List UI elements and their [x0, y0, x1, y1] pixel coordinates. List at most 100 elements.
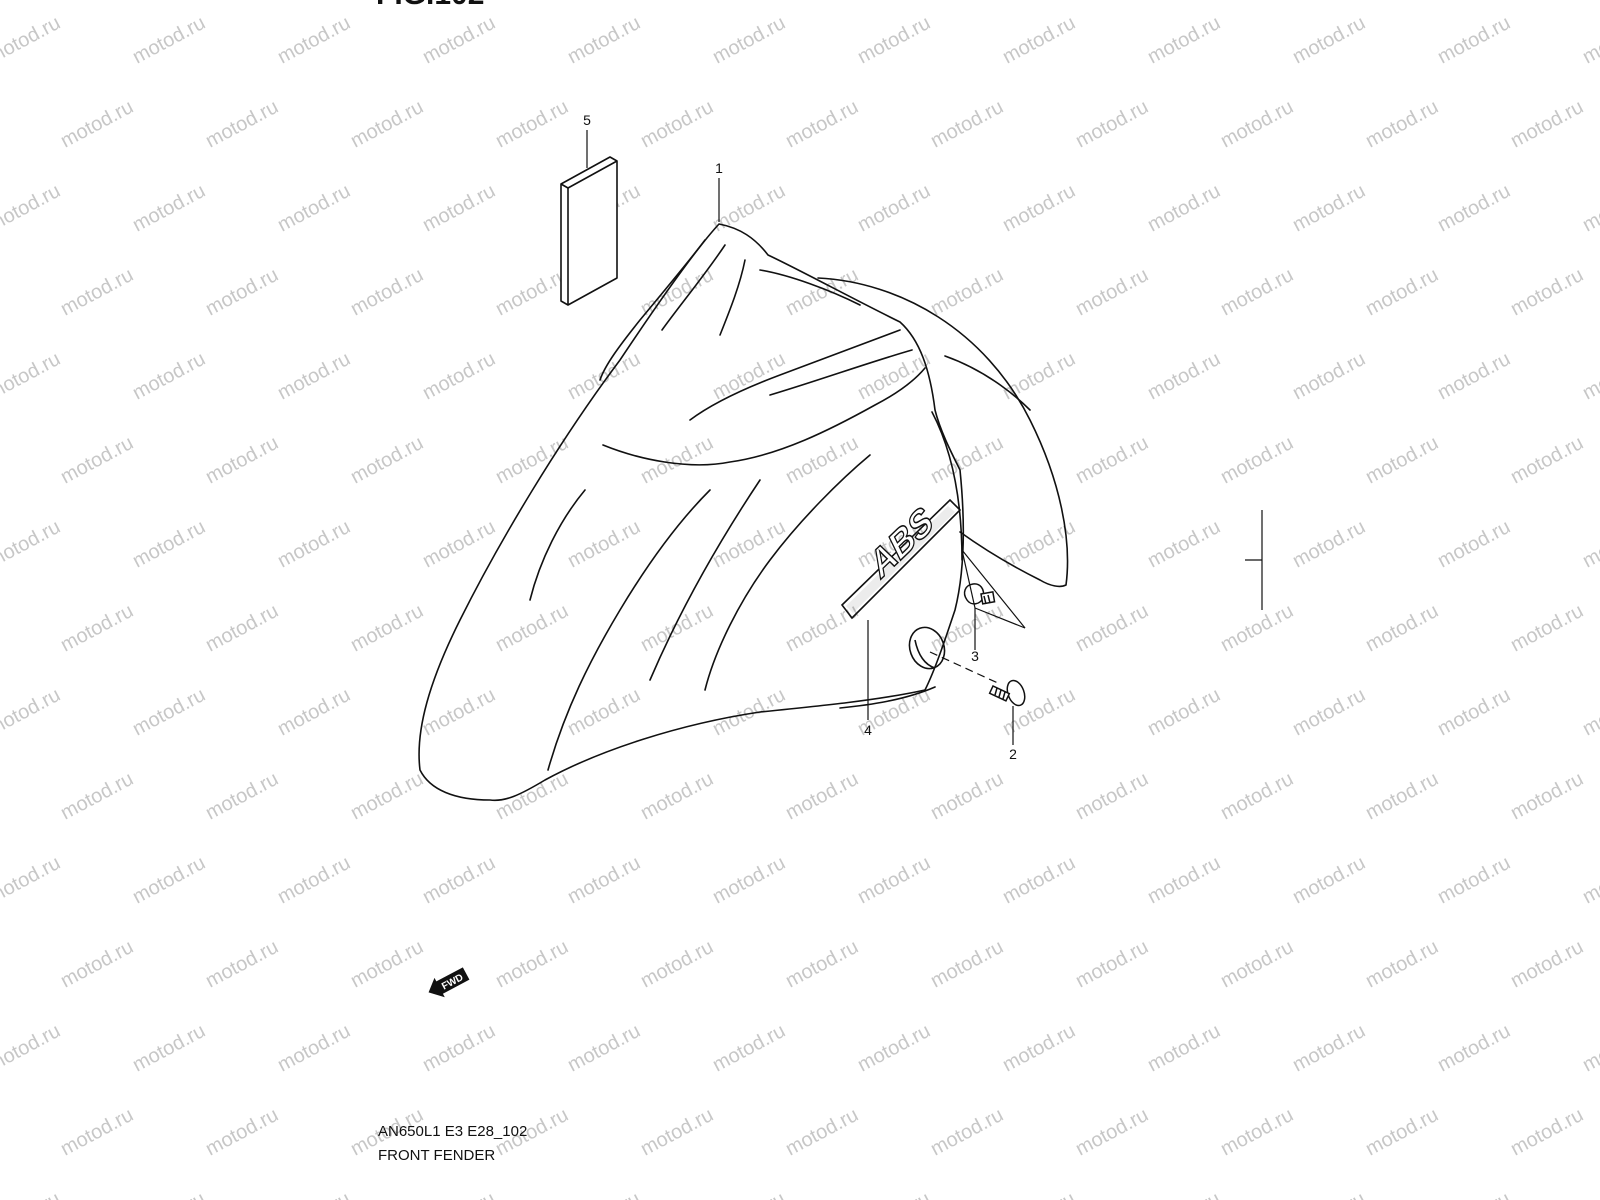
callout-2: 2	[1009, 746, 1017, 762]
watermark-text: motod.ru	[637, 768, 717, 824]
clip-nut-part	[963, 583, 996, 605]
watermark-text: motod.ru	[57, 96, 137, 152]
watermark-text: motod.ru	[1362, 936, 1442, 992]
watermark-text: motod.ru	[999, 1020, 1079, 1076]
watermark-text: motod.ru	[1579, 852, 1600, 908]
watermark-text: motod.ru	[854, 180, 934, 236]
watermark-text: motod.ru	[1072, 936, 1152, 992]
watermark-text: motod.ru	[1579, 684, 1600, 740]
watermark-text: motod.ru	[564, 1188, 644, 1200]
watermark-text: motod.ru	[1507, 96, 1587, 152]
watermark-text: motod.ru	[57, 432, 137, 488]
watermark-text: motod.ru	[782, 768, 862, 824]
watermark-text: motod.ru	[1217, 264, 1297, 320]
watermark-text: motod.ru	[202, 768, 282, 824]
watermark-text: motod.ru	[129, 12, 209, 68]
watermark-text: motod.ru	[1507, 264, 1587, 320]
watermark-text: motod.ru	[1144, 684, 1224, 740]
watermark-text: motod.ru	[0, 180, 64, 236]
watermark-text: motod.ru	[1434, 12, 1514, 68]
watermark-text: motod.ru	[1144, 1020, 1224, 1076]
watermark-text: motod.ru	[782, 264, 862, 320]
watermark-text: motod.ru	[637, 432, 717, 488]
watermark-text: motod.ru	[0, 12, 64, 68]
watermark-text: motod.ru	[202, 96, 282, 152]
callout-numbers: 1 2 3 4 5	[583, 112, 1017, 762]
watermark-text: motod.ru	[709, 1020, 789, 1076]
watermark-text: motod.ru	[274, 180, 354, 236]
watermark-text: motod.ru	[1072, 768, 1152, 824]
watermark-text: motod.ru	[1579, 12, 1600, 68]
watermark-text: motod.ru	[1217, 96, 1297, 152]
mounting-hole	[908, 626, 946, 670]
watermark-text: motod.ru	[1507, 768, 1587, 824]
watermark-text: motod.ru	[1217, 936, 1297, 992]
watermark-text: motod.ru	[1362, 600, 1442, 656]
watermark-text: motod.ru	[637, 96, 717, 152]
watermark-text: motod.ru	[1144, 12, 1224, 68]
watermark-text: motod.ru	[1579, 1020, 1600, 1076]
watermark-text: motod.ru	[492, 264, 572, 320]
watermark-text: motod.ru	[492, 768, 572, 824]
watermark-text: motod.ru	[419, 1188, 499, 1200]
figure-title: FIG.102	[376, 0, 484, 10]
watermark-text: motod.ru	[1362, 432, 1442, 488]
watermark-text: motod.ru	[0, 516, 64, 572]
watermark-text: motod.ru	[129, 852, 209, 908]
watermark-text: motod.ru	[202, 1104, 282, 1160]
watermark-text: motod.ru	[0, 1020, 64, 1076]
watermark-text: motod.ru	[999, 180, 1079, 236]
watermark-text: motod.ru	[202, 432, 282, 488]
watermark-text: motod.ru	[1072, 1104, 1152, 1160]
watermark-text: motod.ru	[1072, 96, 1152, 152]
watermark-text: motod.ru	[1072, 600, 1152, 656]
watermark-text: motod.ru	[1434, 1020, 1514, 1076]
watermark-text: motod.ru	[347, 600, 427, 656]
watermark-text: motod.ru	[202, 600, 282, 656]
watermark-text: motod.ru	[1289, 1020, 1369, 1076]
watermark-text: motod.ru	[564, 1020, 644, 1076]
watermark-text: motod.ru	[854, 852, 934, 908]
watermark-text: motod.ru	[202, 936, 282, 992]
watermark-text: motod.ru	[1289, 348, 1369, 404]
watermark-text: motod.ru	[854, 1020, 934, 1076]
watermark-text: motod.ru	[927, 264, 1007, 320]
watermark-text: motod.ru	[709, 852, 789, 908]
watermark-text: motod.ru	[927, 600, 1007, 656]
watermark-text: motod.ru	[927, 768, 1007, 824]
watermark-text: motod.ru	[637, 936, 717, 992]
watermark-text: motod.ru	[1144, 1188, 1224, 1200]
model-code-caption: AN650L1 E3 E28_102	[378, 1123, 528, 1140]
watermark-text: motod.ru	[419, 516, 499, 572]
watermark-text: motod.ru	[1507, 600, 1587, 656]
watermark-text: motod.ru	[419, 348, 499, 404]
watermark-text: motod.ru	[782, 96, 862, 152]
watermark-text: motod.ru	[1434, 516, 1514, 572]
watermark-text: motod.ru	[129, 348, 209, 404]
watermark-text: motod.ru	[1289, 180, 1369, 236]
watermark-text: motod.ru	[1144, 852, 1224, 908]
callout-1: 1	[715, 160, 723, 176]
watermark-text: motod.ru	[1289, 1188, 1369, 1200]
watermark-text: motod.ru	[1579, 180, 1600, 236]
watermark-text: motod.ru	[1507, 1104, 1587, 1160]
watermark-text: motod.ru	[1217, 600, 1297, 656]
watermark-text: motod.ru	[1434, 348, 1514, 404]
watermark-text: motod.ru	[0, 684, 64, 740]
watermark-text: motod.ru	[1289, 516, 1369, 572]
watermark-text: motod.ru	[1579, 516, 1600, 572]
watermark-text: motod.ru	[347, 768, 427, 824]
watermark-text: motod.ru	[0, 852, 64, 908]
watermark-text: motod.ru	[1144, 180, 1224, 236]
watermark-text: motod.ru	[492, 432, 572, 488]
watermark-text: motod.ru	[1072, 264, 1152, 320]
leader-lines	[586, 130, 1263, 745]
watermark-text: motod.ru	[419, 180, 499, 236]
watermark-text: motod.ru	[709, 684, 789, 740]
fwd-label: FWD	[440, 972, 465, 992]
watermark-text: motod.ru	[854, 12, 934, 68]
pad-part	[560, 156, 618, 306]
watermark-text: motod.ru	[347, 96, 427, 152]
watermark-text: motod.ru	[637, 1104, 717, 1160]
